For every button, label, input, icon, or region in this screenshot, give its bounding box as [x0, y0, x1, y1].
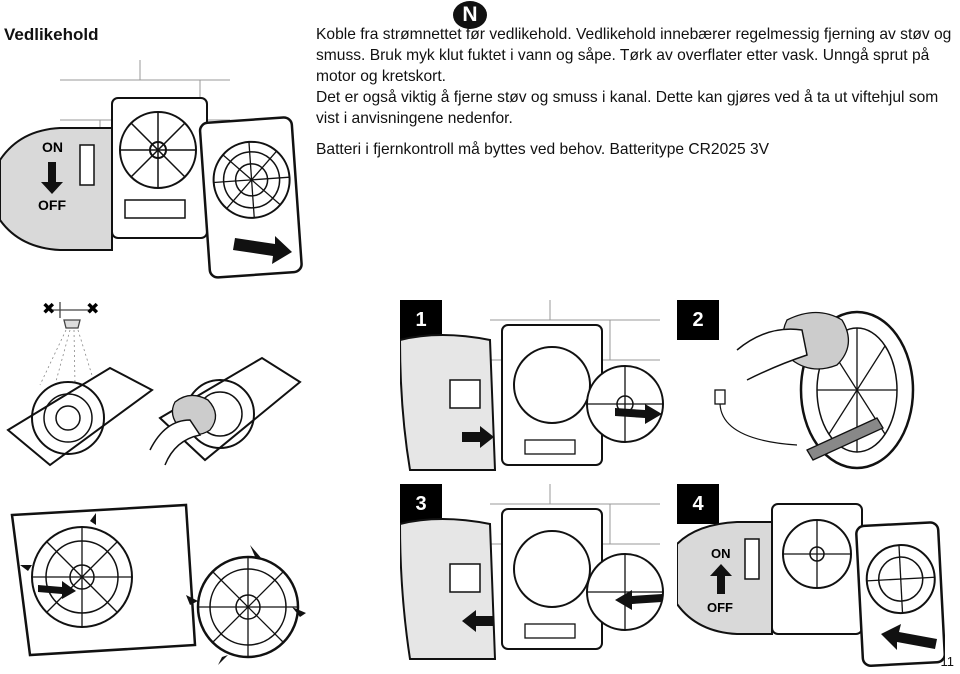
hand-icon	[149, 419, 202, 466]
illustration-remove-cover: ON OFF	[0, 60, 303, 279]
arrow-down-icon	[41, 162, 63, 194]
arrow-right-icon	[462, 426, 494, 448]
switch-off-label: OFF	[707, 600, 733, 615]
illustration-release-fan	[10, 503, 306, 665]
step-4-label: 4	[677, 484, 719, 524]
arrow-right-icon	[38, 581, 76, 599]
page-number: 11	[940, 654, 955, 669]
paragraph-battery: Batteri i fjernkontroll må byttes ved be…	[316, 141, 770, 158]
illustration-step-1	[400, 300, 664, 471]
illustration-step-2	[714, 310, 915, 470]
illustration-step-4: ON OFF	[677, 503, 945, 667]
illustration-step-3	[400, 484, 664, 660]
brush-icon	[806, 417, 884, 461]
illustration-clean-cover: ✖ ✖	[6, 301, 302, 467]
step-2-label: 2	[677, 300, 719, 340]
pull-arrow	[233, 236, 292, 264]
arrow-left-icon	[615, 590, 662, 610]
paragraph-duct: Det er også viktig å fjerne støv og smus…	[316, 89, 939, 127]
language-badge: N	[453, 1, 487, 29]
hand-icon	[736, 328, 808, 381]
arrow-left-icon	[462, 610, 494, 632]
step-1-label: 1	[400, 300, 442, 340]
push-arrow	[881, 624, 937, 650]
step-3-label: 3	[400, 484, 442, 524]
switch-off-label: OFF	[38, 197, 66, 213]
faucet-handle-icon: ✖	[42, 301, 55, 318]
arrow-up-icon	[710, 564, 732, 594]
switch-on-label: ON	[42, 139, 63, 155]
instructions-text: Koble fra strømnettet før vedlikehold. V…	[316, 24, 956, 160]
switch-on-label: ON	[711, 546, 731, 561]
faucet-handle-icon: ✖	[86, 301, 99, 318]
section-title: Vedlikehold	[4, 25, 99, 44]
arrow-right-icon	[615, 404, 662, 424]
paragraph-cleaning: Koble fra strømnettet før vedlikehold. V…	[316, 26, 952, 85]
